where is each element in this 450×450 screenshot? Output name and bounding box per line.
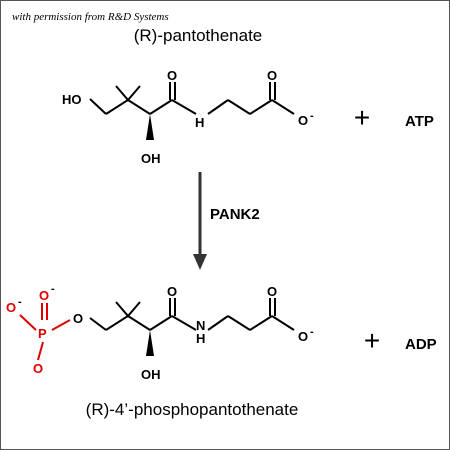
product-amide-oxygen-label: O: [167, 284, 177, 299]
phosphate-o-top-charge: -: [51, 283, 55, 295]
product-chiral-hydroxyl-label: OH: [141, 367, 161, 382]
phosphate-o-top: O: [39, 288, 49, 303]
stereo-wedge-product: [146, 330, 154, 356]
phosphopantothenate-structure: [89, 298, 295, 331]
enzyme-label: PANK2: [210, 206, 260, 223]
amide-nh-h-label: H: [195, 115, 204, 130]
negative-charge-label: -: [310, 110, 314, 122]
carboxyl-oxygen-label: O: [267, 68, 277, 83]
phosphate-o-left-charge: -: [18, 296, 22, 308]
adp-label: ADP: [405, 336, 437, 353]
product-name: (R)-4’-phosphopantothenate: [86, 400, 299, 419]
pantothenate-structure: [89, 82, 295, 115]
product-carboxyl-oxygen-label: O: [267, 284, 277, 299]
hydroxyl-label: HO: [62, 92, 82, 107]
atp-label: ATP: [405, 113, 434, 130]
amide-oxygen-label: O: [167, 68, 177, 83]
reaction-arrow: [193, 172, 207, 270]
phosphate-group: [19, 303, 71, 361]
stereo-wedge: [146, 114, 154, 140]
ester-oxygen-label: O: [73, 311, 83, 326]
plus-sign-top: +: [354, 102, 370, 133]
product-amide-h-label: H: [196, 331, 205, 346]
reactant-name: (R)-pantothenate: [134, 26, 263, 45]
product-carboxylate-oxygen-label: O: [298, 329, 308, 344]
permission-note: with permission from R&D Systems: [12, 11, 169, 23]
plus-sign-bottom: +: [364, 325, 380, 356]
phosphorus-label: P: [38, 326, 47, 341]
product-negative-charge-label: -: [310, 326, 314, 338]
carboxylate-oxygen-label: O: [298, 113, 308, 128]
phosphate-o-left: O: [6, 300, 16, 315]
chiral-hydroxyl-label: OH: [141, 151, 161, 166]
product-amide-n-label: N: [196, 318, 205, 333]
phosphate-o-bottom: O: [33, 361, 43, 376]
